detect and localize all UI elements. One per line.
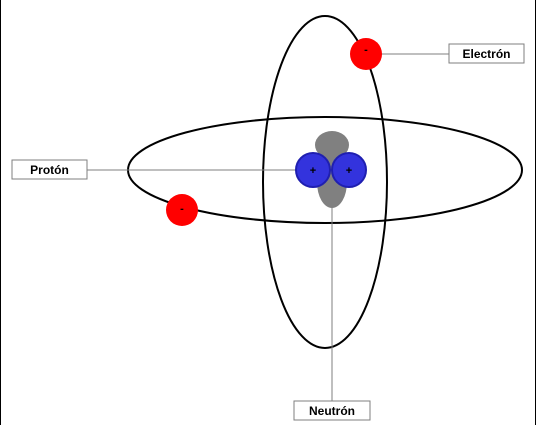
proton-sign: + [310, 165, 316, 177]
proton-label-box: Protón [11, 159, 88, 180]
electron-label-box: Electrón [448, 43, 525, 64]
proton-sign: + [346, 165, 352, 177]
proton-label: Protón [30, 163, 69, 177]
neutron-label: Neutrón [309, 404, 355, 418]
electron-top: - [350, 38, 382, 70]
electron-sign: - [364, 44, 368, 56]
neutron-label-box: Neutrón [293, 400, 371, 421]
electron-label: Electrón [462, 47, 510, 61]
electron-left: - [166, 194, 198, 226]
proton-right: + [331, 152, 367, 188]
orbit-vertical [262, 15, 388, 349]
proton-left: + [295, 152, 331, 188]
electron-sign: - [180, 203, 184, 215]
